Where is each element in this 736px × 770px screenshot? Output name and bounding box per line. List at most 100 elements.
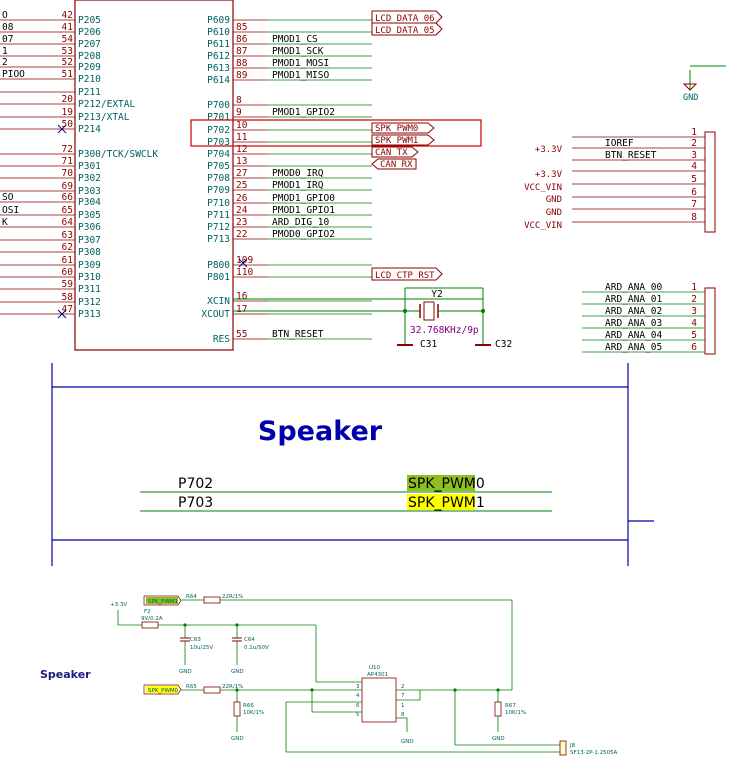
svg-text:CAN_TX: CAN_TX xyxy=(375,148,408,158)
svg-text:ARD_ANA_02: ARD_ANA_02 xyxy=(605,306,662,317)
power-header-pin-6: 6 xyxy=(572,187,705,198)
svg-text:P302: P302 xyxy=(78,173,101,184)
svg-text:PMOD1_CS: PMOD1_CS xyxy=(272,34,318,45)
svg-text:PMOD1_MOSI: PMOD1_MOSI xyxy=(272,58,329,69)
svg-text:60: 60 xyxy=(62,267,74,278)
svg-text:52: 52 xyxy=(62,57,73,68)
svg-text:LCD_DATA_05: LCD_DATA_05 xyxy=(375,26,435,36)
svg-text:LCD_CTP_RST: LCD_CTP_RST xyxy=(375,271,435,281)
svg-text:1: 1 xyxy=(691,127,697,138)
svg-text:24: 24 xyxy=(236,205,248,216)
svg-text:SPK_PWM0: SPK_PWM0 xyxy=(375,124,418,134)
svg-text:PMOD1_GPIO2: PMOD1_GPIO2 xyxy=(272,107,335,118)
svg-text:1: 1 xyxy=(401,703,405,709)
svg-text:10K/1%: 10K/1% xyxy=(505,710,526,716)
svg-text:70: 70 xyxy=(62,168,74,179)
svg-text:P709: P709 xyxy=(207,185,230,196)
lcd-data-05-label: LCD_DATA_05 xyxy=(371,22,443,36)
svg-text:10u/25V: 10u/25V xyxy=(190,645,213,651)
power-header: GND 12IOREF3BTN_RESET45678+3.3V+3.3VVCC_… xyxy=(524,65,726,233)
svg-text:P304: P304 xyxy=(78,197,101,208)
lcd-data-06-label: LCD_DATA_06 xyxy=(371,10,443,24)
svg-text:P702: P702 xyxy=(207,125,230,136)
svg-text:53: 53 xyxy=(62,46,73,57)
svg-text:0.1u/50V: 0.1u/50V xyxy=(244,645,269,651)
svg-text:+3.3V: +3.3V xyxy=(110,602,127,608)
svg-text:P305: P305 xyxy=(78,210,101,221)
svg-text:8: 8 xyxy=(691,212,697,223)
svg-text:P208: P208 xyxy=(78,51,101,62)
can-tx-label: CAN_TX xyxy=(371,146,419,158)
svg-text:P207: P207 xyxy=(78,39,101,50)
mcu-left-pin-p310: P310 60 xyxy=(0,267,101,283)
svg-text:11: 11 xyxy=(236,132,248,143)
mcu-left-pin-p302: P302 70 xyxy=(0,168,101,184)
table-signal-spk-pwm0: SPK_PWM0 xyxy=(408,476,485,492)
svg-text:CAN_RX: CAN_RX xyxy=(380,160,413,170)
svg-text:6: 6 xyxy=(356,703,360,709)
svg-text:XCOUT: XCOUT xyxy=(201,309,230,320)
mcu-right-pin-p609: P609 xyxy=(207,15,372,26)
svg-text:AP4301: AP4301 xyxy=(367,672,388,678)
svg-text:22R/1%: 22R/1% xyxy=(222,594,243,600)
svg-text:PMOD0_IRQ: PMOD0_IRQ xyxy=(272,168,324,179)
svg-text:P310: P310 xyxy=(78,272,101,283)
svg-text:R67: R67 xyxy=(505,703,516,709)
svg-text:8: 8 xyxy=(236,95,242,106)
svg-text:2: 2 xyxy=(691,294,697,305)
svg-text:5: 5 xyxy=(691,330,697,341)
svg-text:SPK_PWM1: SPK_PWM1 xyxy=(375,136,418,146)
svg-text:P800: P800 xyxy=(207,260,230,271)
svg-text:LCD_DATA_06: LCD_DATA_06 xyxy=(375,14,435,24)
svg-text:9V/0.2A: 9V/0.2A xyxy=(141,616,163,622)
no-connect-mark xyxy=(57,124,67,134)
svg-text:GND: GND xyxy=(492,736,505,742)
svg-text:O: O xyxy=(2,10,8,21)
svg-text:P705: P705 xyxy=(207,161,230,172)
svg-text:4: 4 xyxy=(691,161,697,172)
svg-text:19: 19 xyxy=(62,107,74,118)
svg-text:4: 4 xyxy=(356,693,360,699)
svg-text:69: 69 xyxy=(62,181,74,192)
svg-text:P701: P701 xyxy=(207,112,230,123)
svg-text:C32: C32 xyxy=(495,339,512,350)
svg-text:41: 41 xyxy=(62,22,74,33)
svg-text:23: 23 xyxy=(236,217,247,228)
no-connect-mark xyxy=(57,309,67,319)
svg-text:ARD_ANA_04: ARD_ANA_04 xyxy=(605,330,662,341)
svg-text:22R/1%: 22R/1% xyxy=(222,684,243,690)
analog-header-pin-5: 5 ARD_ANA_04 xyxy=(582,330,705,341)
svg-text:89: 89 xyxy=(236,70,248,81)
svg-text:42: 42 xyxy=(62,10,73,21)
svg-text:R66: R66 xyxy=(243,703,254,709)
svg-text:85: 85 xyxy=(236,22,247,33)
svg-text:IOREF: IOREF xyxy=(605,138,634,149)
svg-text:P313: P313 xyxy=(78,309,101,320)
svg-text:GND: GND xyxy=(179,669,192,675)
svg-text:8: 8 xyxy=(401,712,405,718)
power-header-pin-1: 1 xyxy=(572,127,705,138)
lcd-ctp-rst-label: LCD_CTP_RST xyxy=(371,267,443,281)
svg-text:65: 65 xyxy=(62,205,73,216)
svg-text:P210: P210 xyxy=(78,74,101,85)
svg-text:P612: P612 xyxy=(207,51,230,62)
svg-text:R64: R64 xyxy=(186,594,197,600)
